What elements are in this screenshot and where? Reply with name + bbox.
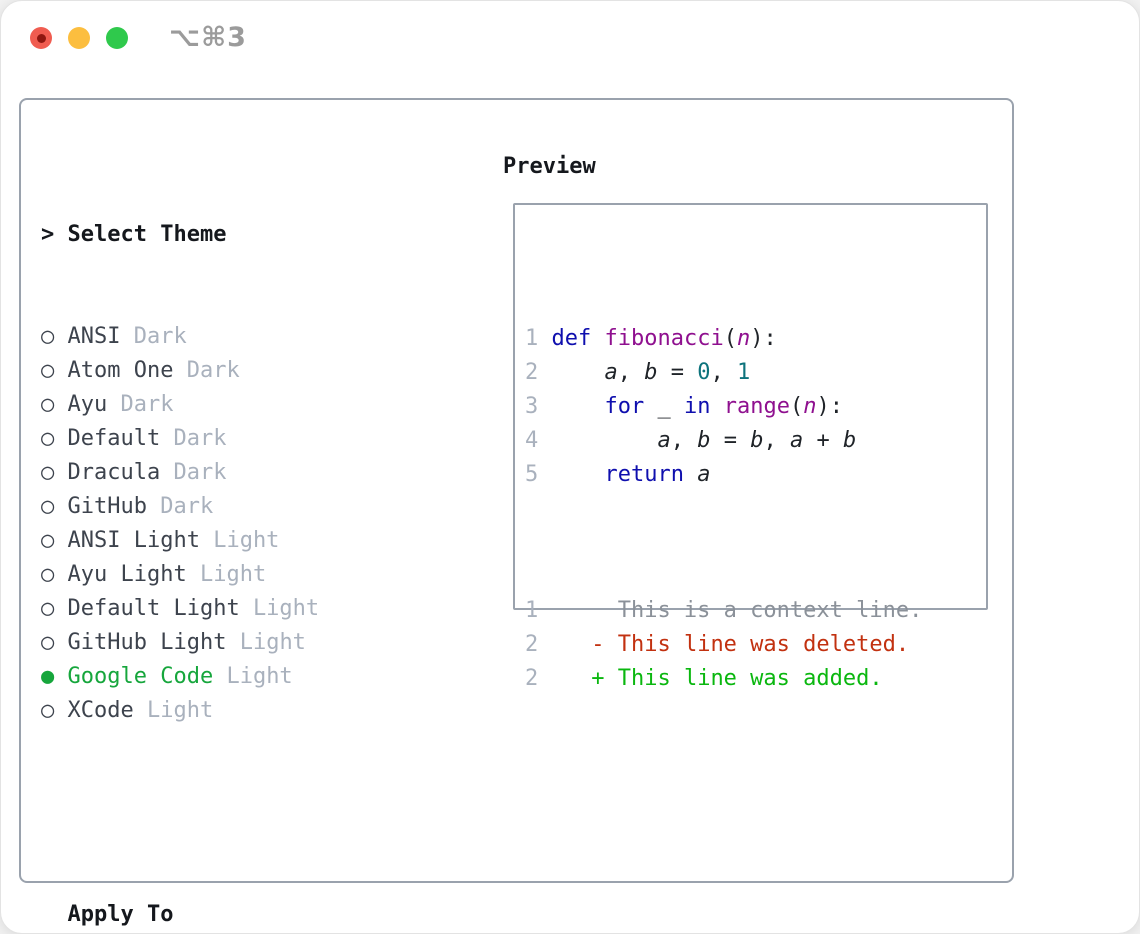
traffic-lights	[30, 27, 128, 49]
code-line-5: 5 return a	[525, 458, 976, 492]
theme-menu-header: > Select Theme	[41, 218, 412, 252]
radio-icon: ○	[41, 460, 55, 485]
line-number: 2	[525, 360, 539, 385]
radio-icon: ○	[41, 562, 55, 587]
title-bar: ⌥⌘3	[1, 1, 1139, 76]
line-number: 1	[525, 598, 539, 623]
diff-line-2: 2 - This line was deleted.	[525, 628, 976, 662]
line-number: 2	[525, 632, 539, 657]
theme-variant-label: Dark	[186, 358, 240, 383]
radio-icon: ○	[41, 494, 55, 519]
line-number: 1	[525, 326, 539, 351]
theme-list: ○ ANSI Dark○ Atom One Dark○ Ayu Dark○ De…	[41, 320, 412, 728]
theme-option-google-code[interactable]: ● Google Code Light	[41, 660, 412, 694]
theme-option-ayu-light[interactable]: ○ Ayu Light Light	[41, 558, 412, 592]
code-line-3: 3 for _ in range(n):	[525, 390, 976, 424]
theme-option-ayu[interactable]: ○ Ayu Dark	[41, 388, 412, 422]
zoom-button[interactable]	[106, 27, 128, 49]
main-panel: > Select Theme ○ ANSI Dark○ Atom One Dar…	[19, 98, 1014, 927]
theme-option-label: Default	[67, 426, 161, 451]
radio-icon: ○	[41, 426, 55, 451]
prompt-caret-icon: >	[41, 222, 55, 247]
theme-option-default-light[interactable]: ○ Default Light Light	[41, 592, 412, 626]
preview-title: Preview	[503, 154, 596, 179]
theme-option-ansi-light[interactable]: ○ ANSI Light Light	[41, 524, 412, 558]
theme-option-label: Ayu	[67, 392, 108, 417]
theme-option-label: XCode	[67, 698, 134, 723]
theme-option-label: Ayu Light	[67, 562, 187, 587]
theme-option-label: Atom One	[67, 358, 174, 383]
line-number: 2	[525, 666, 539, 691]
theme-variant-label: Dark	[173, 426, 227, 451]
radio-icon: ○	[41, 324, 55, 349]
code-line-1: 1 def fibonacci(n):	[525, 322, 976, 356]
theme-option-label: Google Code	[67, 664, 214, 689]
code-line-2: 2 a, b = 0, 1	[525, 356, 976, 390]
radio-icon: ○	[41, 358, 55, 383]
theme-option-label: GitHub	[67, 494, 147, 519]
close-button-dot-icon	[36, 33, 46, 43]
apply-to-header: Apply To	[41, 898, 412, 932]
theme-option-github[interactable]: ○ GitHub Dark	[41, 490, 412, 524]
theme-option-label: Default Light	[67, 596, 240, 621]
spacer	[41, 796, 412, 830]
theme-variant-label: Light	[199, 562, 267, 587]
radio-icon: ○	[41, 630, 55, 655]
line-number: 4	[525, 428, 539, 453]
apply-to-header-label: Apply To	[67, 902, 174, 927]
theme-option-atom-one[interactable]: ○ Atom One Dark	[41, 354, 412, 388]
theme-variant-label: Dark	[133, 324, 187, 349]
line-number: 5	[525, 462, 539, 487]
theme-variant-label: Light	[213, 528, 280, 553]
theme-variant-label: Light	[252, 596, 320, 621]
diff-line-1: 1 This is a context line.	[525, 594, 976, 628]
theme-variant-label: Light	[146, 698, 214, 723]
theme-option-github-light[interactable]: ○ GitHub Light Light	[41, 626, 412, 660]
theme-variant-label: Dark	[160, 494, 214, 519]
close-button[interactable]	[30, 27, 52, 49]
theme-option-label: GitHub Light	[67, 630, 227, 655]
theme-option-label: ANSI	[67, 324, 121, 349]
theme-option-xcode[interactable]: ○ XCode Light	[41, 694, 412, 728]
window-title: ⌥⌘3	[169, 22, 247, 53]
radio-icon: ○	[41, 698, 55, 723]
theme-menu-header-label: Select Theme	[67, 222, 227, 247]
theme-option-label: Dracula	[67, 460, 161, 485]
diff-preview-block: 1 This is a context line.2 - This line w…	[525, 594, 976, 696]
radio-icon: ○	[41, 528, 55, 553]
code-line-4: 4 a, b = b, a + b	[525, 424, 976, 458]
theme-variant-label: Dark	[120, 392, 174, 417]
left-column: > Select Theme ○ ANSI Dark○ Atom One Dar…	[41, 150, 412, 933]
theme-variant-label: Light	[226, 664, 293, 689]
radio-icon: ○	[41, 392, 55, 417]
theme-option-dracula[interactable]: ○ Dracula Dark	[41, 456, 412, 490]
minimize-button[interactable]	[68, 27, 90, 49]
line-number: 3	[525, 394, 539, 419]
theme-option-label: ANSI Light	[67, 528, 200, 553]
theme-variant-label: Dark	[173, 460, 227, 485]
radio-icon: ○	[41, 596, 55, 621]
theme-variant-label: Light	[239, 630, 306, 655]
radio-selected-icon: ●	[41, 664, 55, 689]
theme-option-default[interactable]: ○ Default Dark	[41, 422, 412, 456]
diff-line-3: 2 + This line was added.	[525, 662, 976, 696]
theme-option-ansi[interactable]: ○ ANSI Dark	[41, 320, 412, 354]
